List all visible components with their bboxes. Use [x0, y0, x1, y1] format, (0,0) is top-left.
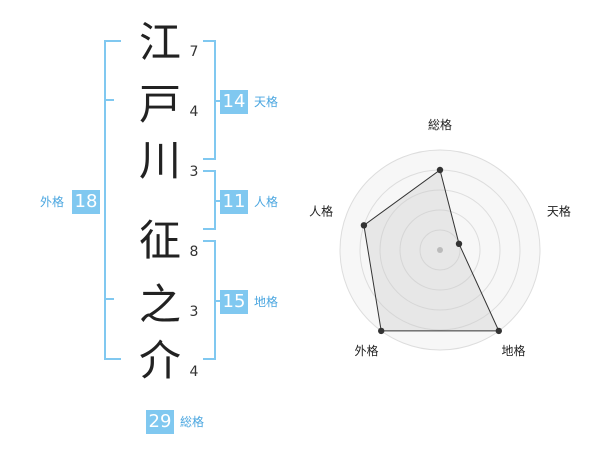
gaikaku-bracket-tick-upper: [104, 99, 114, 101]
chikaku-bracket-top: [203, 240, 216, 242]
tenkaku-value-box: 14: [220, 90, 248, 114]
chikaku-bracket-connector: [214, 300, 222, 302]
radar-ring-2: [399, 209, 481, 291]
radar-point-2: [455, 240, 463, 247]
radar-point-3: [495, 327, 502, 335]
stroke-count-1: 7: [189, 44, 199, 60]
jinkaku-bracket-bottom: [203, 228, 216, 230]
radar-axis-label-5: 人格: [309, 203, 333, 218]
stroke-count-2: 4: [189, 104, 199, 120]
gaikaku-bracket-tick-lower: [104, 298, 114, 300]
tenkaku-bracket-connector: [214, 100, 222, 102]
radar-ring-1: [419, 229, 461, 271]
gaikaku-label: 外格: [40, 195, 65, 209]
radar-axis-label-4: 外格: [354, 343, 378, 358]
name-char-1: 江: [138, 18, 181, 67]
radar-axis-label-1: 総格: [428, 117, 452, 132]
soukaku-value-box: 29: [146, 410, 174, 434]
stroke-count-5: 3: [189, 304, 199, 320]
name-char-2: 戸: [138, 80, 181, 129]
jinkaku-bracket-top: [203, 170, 216, 172]
radar-point-4: [378, 327, 385, 335]
stroke-count-6: 4: [189, 364, 199, 380]
stroke-count-3: 3: [189, 164, 199, 180]
radar-axis-label-2: 天格: [547, 203, 571, 218]
gaikaku-bracket-top: [104, 40, 121, 42]
gaikaku-value-box: 18: [72, 190, 100, 214]
jinkaku-bracket-connector: [214, 200, 222, 202]
name-char-3: 川: [138, 136, 181, 185]
gaikaku-bracket-vertical: [104, 40, 106, 360]
stroke-count-4: 8: [189, 244, 199, 260]
radar-point-1: [436, 166, 444, 174]
gaikaku-bracket-bottom: [104, 358, 121, 360]
name-char-5: 之: [138, 280, 181, 329]
soukaku-label: 総格: [180, 415, 205, 429]
radar-center-dot: [437, 247, 443, 253]
tenkaku-label: 天格: [254, 95, 279, 109]
chikaku-label: 地格: [254, 295, 279, 309]
name-char-6: 介: [138, 336, 181, 385]
radar-ring-3: [379, 189, 501, 311]
radar-data-polygon: [363, 169, 500, 332]
jinkaku-label: 人格: [254, 195, 279, 209]
radar-point-5: [360, 222, 368, 229]
tenkaku-bracket-bottom: [203, 158, 216, 160]
chikaku-bracket-bottom: [203, 358, 216, 360]
jinkaku-value-box: 11: [220, 190, 248, 214]
name-char-4: 征: [138, 216, 181, 265]
tenkaku-bracket-top: [203, 40, 216, 42]
radar-axis-label-3: 地格: [501, 343, 525, 358]
chikaku-value-box: 15: [220, 290, 248, 314]
